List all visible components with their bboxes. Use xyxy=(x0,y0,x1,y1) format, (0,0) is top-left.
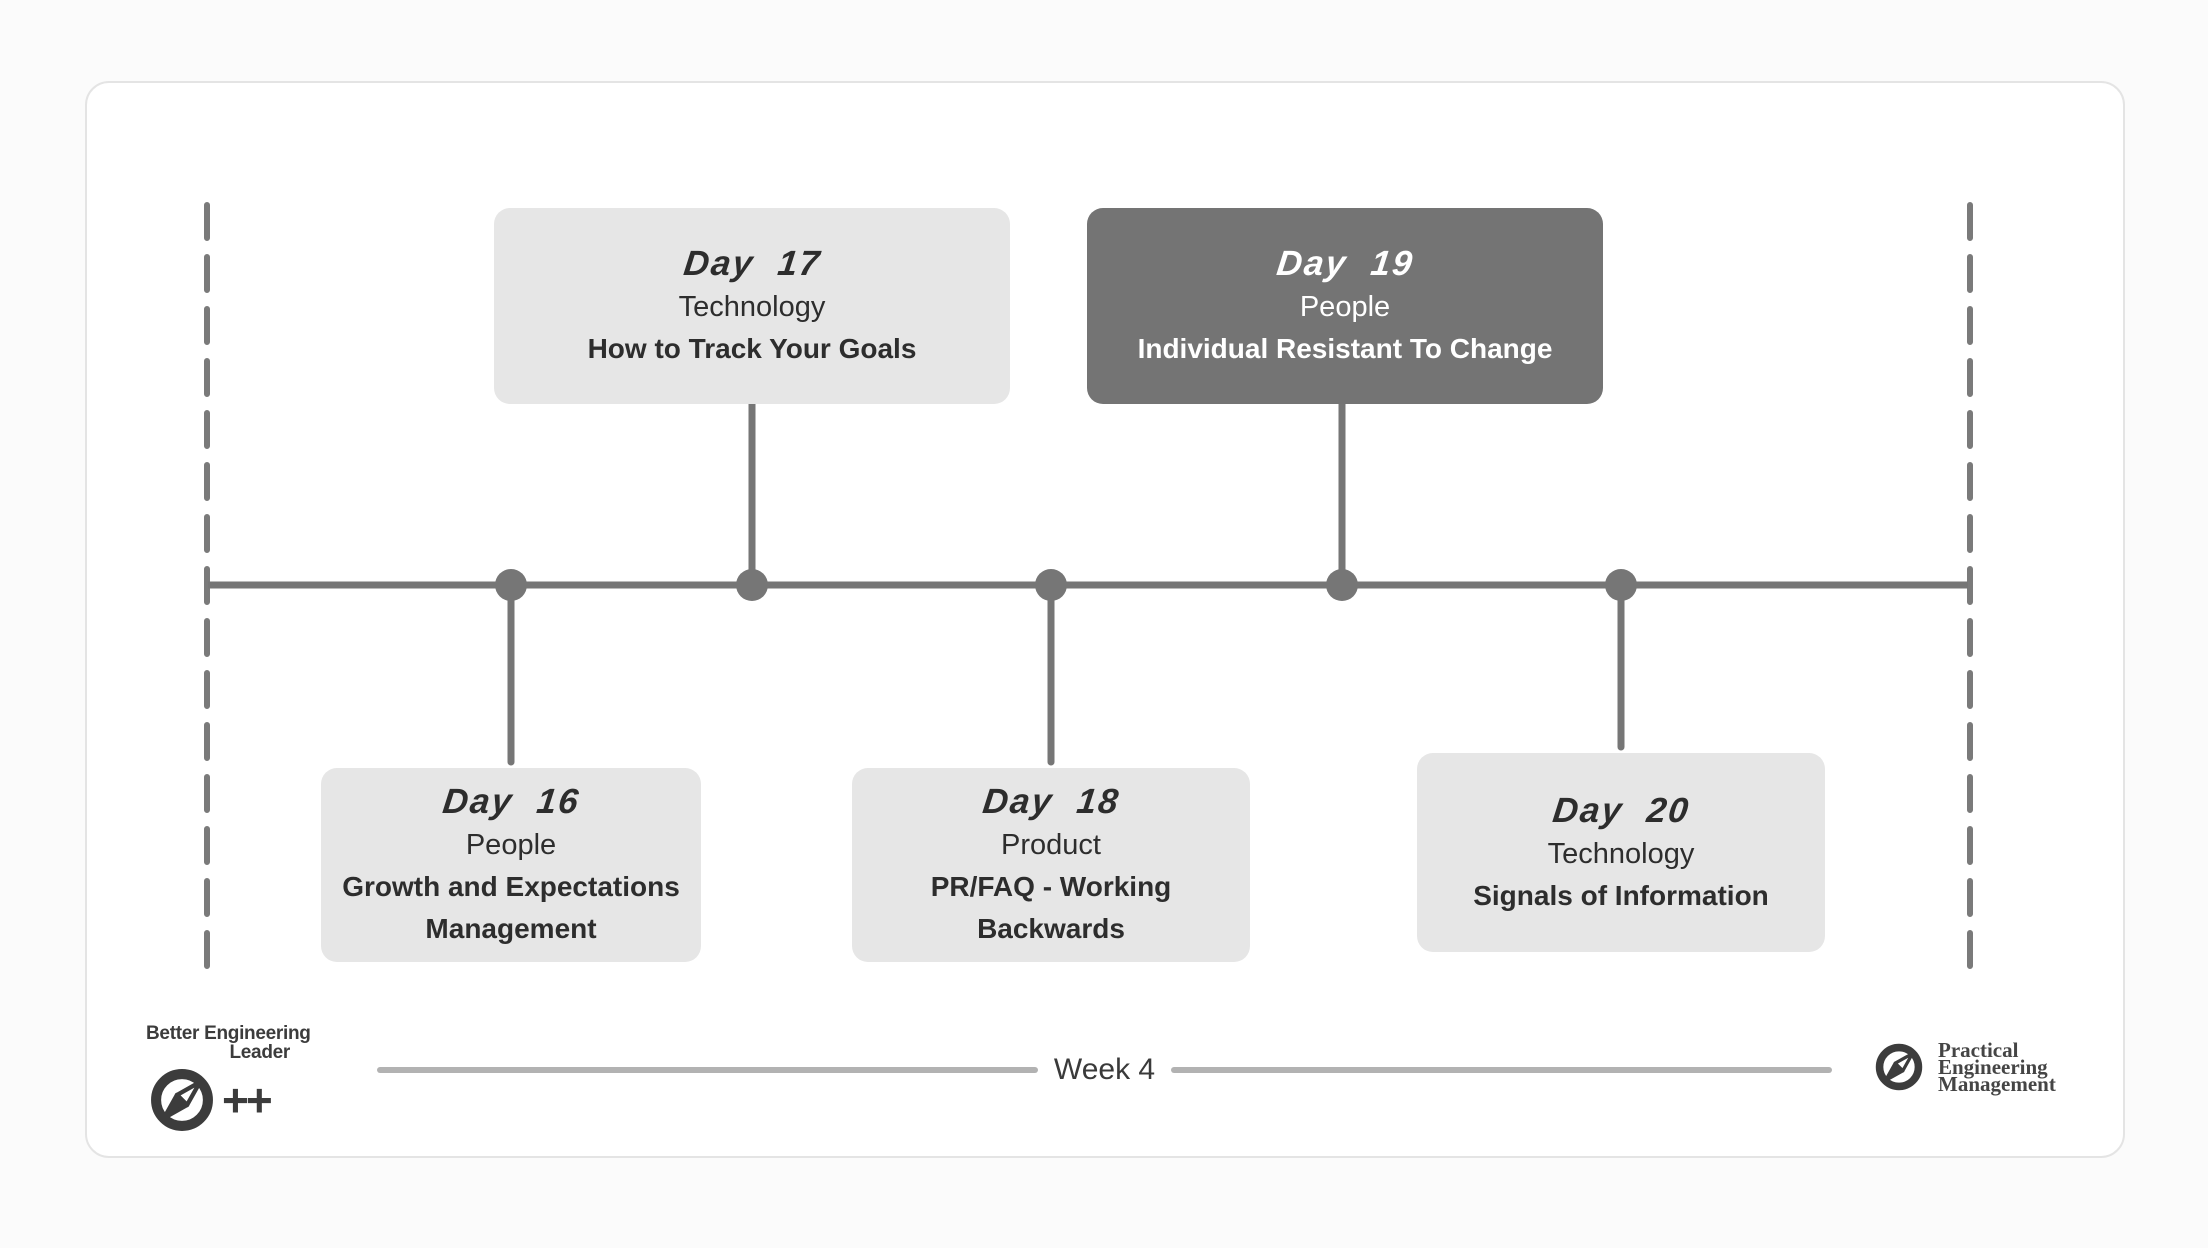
compass-icon xyxy=(1875,1043,1923,1091)
brand-right-line3: Management xyxy=(1938,1071,2056,1096)
day-topic: Individual Resistant To Change xyxy=(1137,333,1553,364)
brand-right-line1: Practical xyxy=(1938,1037,2019,1062)
day-label: Day 17 xyxy=(681,244,823,283)
brand-better-engineering-leader: Better Engineering Leader ++ xyxy=(146,1023,311,1136)
compass-icon xyxy=(151,1069,213,1131)
day-card-16: Day 16 People Growth and Expectations Ma… xyxy=(321,768,701,962)
day-category: Product xyxy=(1001,829,1101,861)
brand-practical-engineering-management: Practical Engineering Management xyxy=(1872,1037,2056,1096)
brand-left-subtitle: Leader xyxy=(229,1042,290,1063)
timeline-dot-day19 xyxy=(1326,569,1358,601)
day-card-19-highlighted: Day 19 People Individual Resistant To Ch… xyxy=(1087,208,1603,404)
day-label: Day 18 xyxy=(980,782,1122,821)
timeline-dot-day18 xyxy=(1035,569,1067,601)
day-card-18: Day 18 Product PR/FAQ - Working Backward… xyxy=(852,768,1250,962)
brand-left-title: Better Engineering xyxy=(146,1023,311,1044)
day-category: Technology xyxy=(1547,837,1695,870)
day-label: Day 20 xyxy=(1550,790,1692,830)
day-category: People xyxy=(465,829,557,861)
day-category: Technology xyxy=(678,291,826,323)
day-topic: How to Track Your Goals xyxy=(587,333,917,364)
day-label: Day 16 xyxy=(440,782,582,821)
week-line-left xyxy=(377,1067,1038,1073)
day-card-20: Day 20 Technology Signals of Information xyxy=(1417,753,1825,952)
day-topic: Signals of Information xyxy=(1473,879,1769,911)
plus-plus-label: ++ xyxy=(222,1074,273,1126)
brand-right-line2: Engineering xyxy=(1938,1054,2048,1079)
timeline-dot-day16 xyxy=(495,569,527,601)
week-footer: Week 4 xyxy=(377,1048,1833,1092)
day-label: Day 19 xyxy=(1274,244,1416,283)
week-line-right xyxy=(1171,1067,1833,1073)
timeline-dot-day17 xyxy=(736,569,768,601)
day-topic: Growth and Expectations Management xyxy=(342,871,680,944)
timeline-dot-day20 xyxy=(1605,569,1637,601)
day-category: People xyxy=(1299,291,1391,323)
day-topic: PR/FAQ - Working Backwards xyxy=(930,871,1172,944)
day-card-17: Day 17 Technology How to Track Your Goal… xyxy=(494,208,1010,404)
week-label: Week 4 xyxy=(1053,1053,1156,1086)
